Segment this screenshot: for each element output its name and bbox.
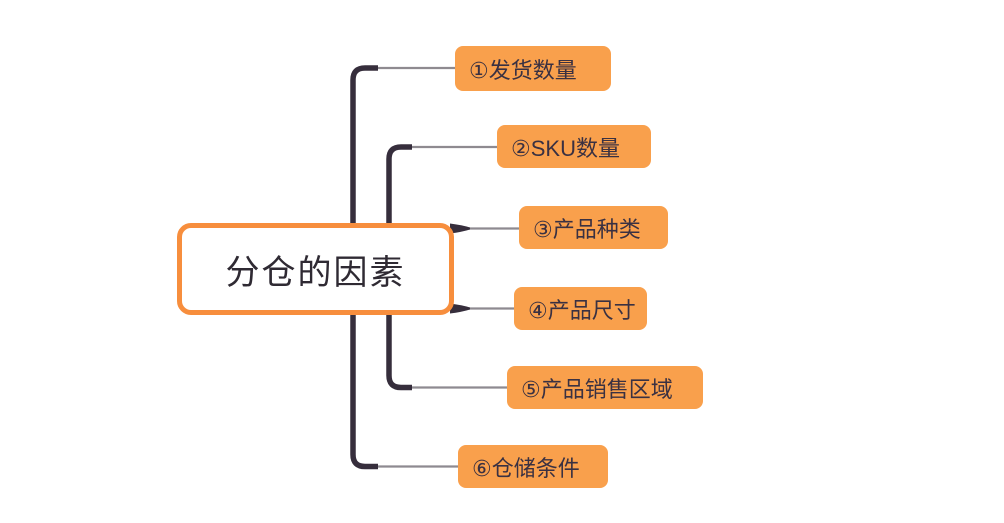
branch-node-1[interactable]: ①发货数量: [455, 46, 611, 91]
branch-node-6[interactable]: ⑥仓储条件: [458, 445, 608, 488]
connector-branch-5-dark: [386, 290, 412, 391]
branch-node-4[interactable]: ④产品尺寸: [514, 287, 647, 330]
branch-node-5[interactable]: ⑤产品销售区域: [507, 366, 703, 409]
branch-label-2: ②SKU数量: [511, 135, 620, 161]
branch-label-1: ①发货数量: [469, 57, 577, 83]
connector-branch-4-dark: [450, 303, 470, 314]
connector-branch-1-dark: [350, 65, 378, 250]
branch-label-3: ③产品种类: [533, 216, 641, 242]
connector-branch-6-dark: [350, 290, 378, 470]
root-topic-node[interactable]: 分仓的因素: [177, 223, 454, 315]
branch-node-2[interactable]: ②SKU数量: [497, 125, 651, 168]
connector-branch-2-dark: [386, 144, 412, 250]
branch-label-4: ④产品尺寸: [528, 297, 636, 323]
branch-node-3[interactable]: ③产品种类: [519, 206, 668, 249]
branch-label-5: ⑤产品销售区域: [521, 376, 673, 402]
root-topic-label: 分仓的因素: [225, 253, 406, 292]
connector-branch-3-dark: [450, 223, 470, 234]
branch-label-6: ⑥仓储条件: [472, 455, 580, 481]
